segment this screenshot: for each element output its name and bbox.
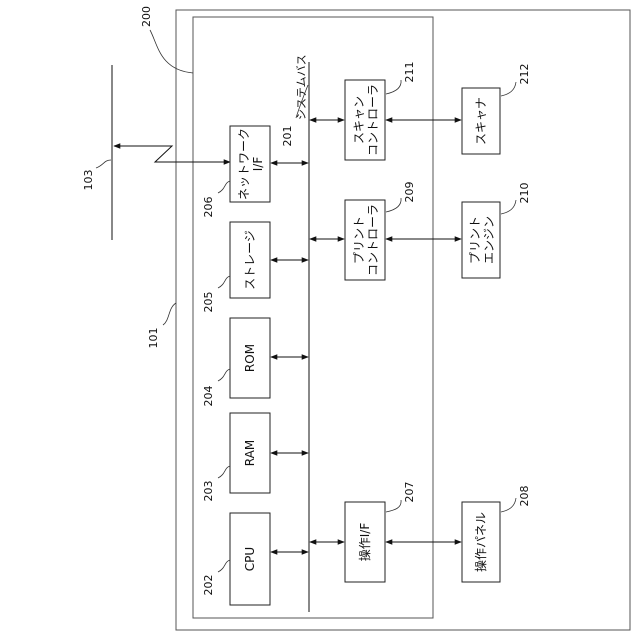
ref-204-leader [218,369,230,381]
network-if-label-line2: I/F [251,157,265,172]
scanner-label: スキャナ [474,97,488,145]
ref-208: 208 [518,486,531,507]
ref-206: 206 [202,197,215,218]
ref-205: 205 [202,292,215,313]
ref-200-leader [150,30,193,73]
print-engine-label-line1: プリント [468,216,482,264]
cpu-label: CPU [243,547,257,571]
scan-controller-label-line1: スキャン [352,96,366,144]
ref-204: 204 [202,386,215,407]
ref-209: 209 [403,182,416,203]
print-controller-label-line1: プリント [352,216,366,264]
network-if-label-line1: ネットワーク [237,128,251,200]
ref-103: 103 [82,170,95,191]
ref-211: 211 [403,62,416,83]
rom-label: ROM [243,344,257,372]
ram-label: RAM [243,440,257,466]
ref-208-leader [501,498,516,512]
ref-207-leader [386,500,401,512]
ref-200: 200 [140,6,153,27]
ref-101-leader [163,303,176,325]
op-panel-label: 操作パネル [473,512,488,572]
ref-209-leader [386,198,401,212]
ref-202: 202 [202,575,215,596]
ref-101: 101 [147,328,160,349]
ref-210: 210 [518,183,531,204]
ref-203-leader [218,466,230,478]
ref-211-leader [386,80,401,94]
scan-controller-label-line2: コントローラ [366,84,380,156]
op-if-label: 操作I/F [357,523,372,562]
ref-206-leader [218,181,230,193]
ref-202-leader [218,560,230,572]
ref-212: 212 [518,64,531,85]
ref-205-leader [218,276,230,288]
ref-210-leader [501,200,516,214]
ref-212-leader [501,82,516,96]
storage-label: ストレージ [243,230,257,290]
controller-frame [193,17,433,618]
ref-103-leader [96,160,111,168]
ref-203: 203 [202,481,215,502]
print-engine-label-line2: エンジン [482,216,496,264]
system-bus-label: システムバス [295,54,308,120]
print-controller-label-line2: コントローラ [366,204,380,276]
ref-201: 201 [281,126,294,147]
ref-207: 207 [403,482,416,503]
network-connection [114,146,230,162]
